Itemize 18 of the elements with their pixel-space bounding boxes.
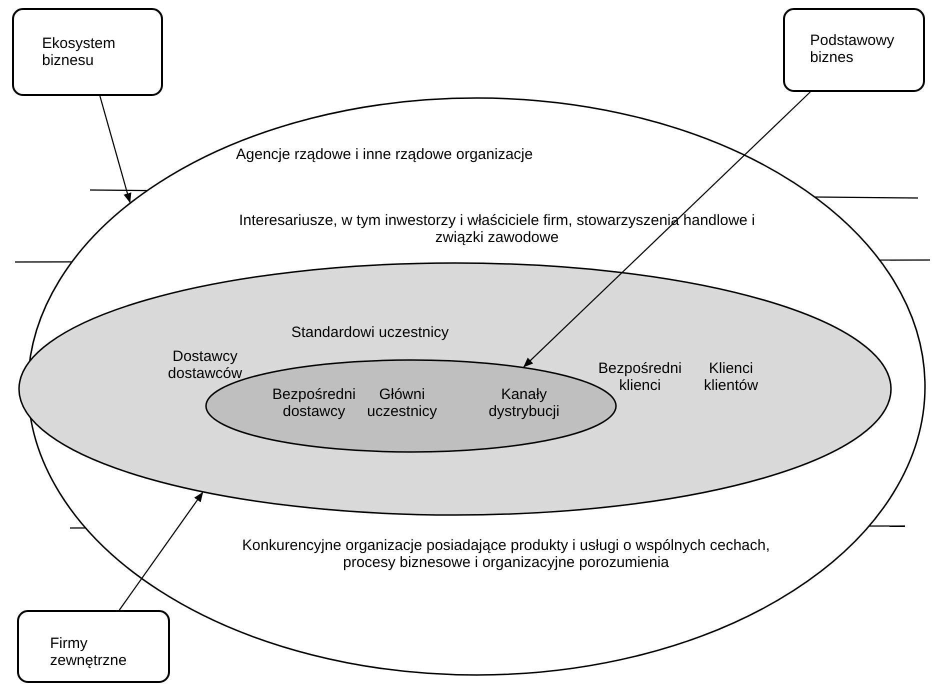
region-label: Klienci klientów — [702, 360, 760, 394]
callout-box — [17, 610, 170, 683]
callout-label: Firmy zewnętrzne — [50, 635, 128, 669]
arrow — [99, 96, 132, 204]
arrow — [523, 92, 811, 368]
arrow — [118, 492, 204, 610]
callout-box — [12, 8, 163, 96]
callout-label: Ekosystem biznesu — [42, 35, 116, 69]
callout-box — [783, 8, 925, 92]
region-label: Kanały dystrybucji — [488, 386, 560, 420]
region-label: Standardowi uczestnicy — [290, 324, 450, 341]
region-label: Główni uczestnicy — [366, 386, 438, 420]
callout-label: Podstawowy biznes — [810, 32, 896, 66]
region-label: Konkurencyjne organizacje posiadające produkty i usługi o wspólnych cechach, procesy biznesowe i organizacyjne porozumienia — [241, 537, 771, 571]
region-label: Dostawcy dostawców — [166, 348, 244, 382]
region-label: Agencje rządowe i inne rządowe organizacje — [236, 146, 534, 163]
region-label: Bezpośredni klienci — [597, 360, 683, 394]
region-label: Bezpośredni dostawcy — [271, 386, 357, 420]
